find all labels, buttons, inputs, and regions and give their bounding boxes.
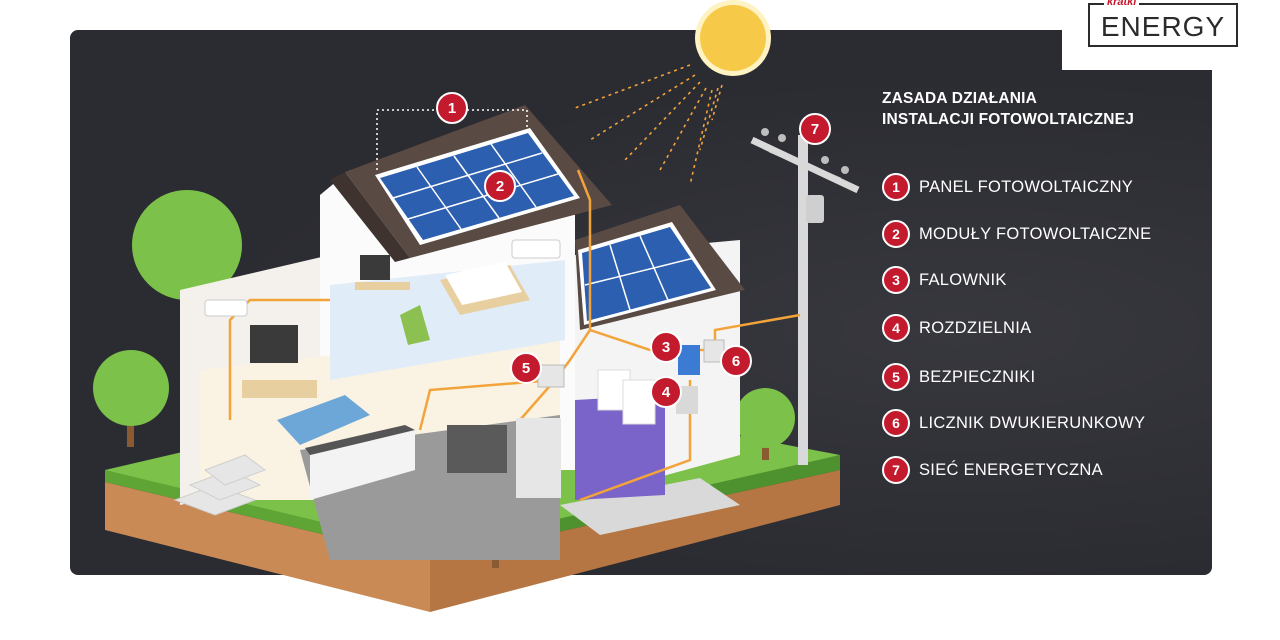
- legend-item: 3 FALOWNIK: [882, 265, 1007, 295]
- marker-3: 3: [650, 331, 682, 363]
- legend-badge: 1: [882, 173, 910, 201]
- brand-logo-small: kratki: [1104, 0, 1140, 8]
- interior-furniture: [204, 239, 725, 500]
- legend-badge: 7: [882, 456, 910, 484]
- marker-4: 4: [650, 376, 682, 408]
- sun-rays: [574, 64, 723, 186]
- legend-label: PANEL FOTOWOLTAICZNY: [919, 177, 1134, 196]
- legend-item: 4 ROZDZIELNIA: [882, 313, 1031, 343]
- brand-logo-text: ENERGY: [1100, 11, 1226, 42]
- legend-item: 5 BEZPIECZNIKI: [882, 362, 1035, 392]
- legend-label: LICZNIK DWUKIERUNKOWY: [919, 413, 1146, 432]
- legend-badge: 5: [882, 363, 910, 391]
- legend-badge: 3: [882, 266, 910, 294]
- legend-badge: 4: [882, 314, 910, 342]
- marker-6: 6: [720, 345, 752, 377]
- legend-item: 1 PANEL FOTOWOLTAICZNY: [882, 172, 1133, 202]
- marker-2: 2: [484, 170, 516, 202]
- legend-badge: 2: [882, 220, 910, 248]
- legend-item: 7 SIEĆ ENERGETYCZNA: [882, 455, 1103, 485]
- tree-icon: [735, 388, 795, 460]
- legend-title-line1: ZASADA DZIAŁANIA: [882, 90, 1038, 107]
- tree-icon: [93, 350, 169, 447]
- legend-badge: 6: [882, 409, 910, 437]
- solar-panel-icon: [578, 222, 716, 325]
- legend-title: ZASADA DZIAŁANIA INSTALACJI FOTOWOLTAICZ…: [882, 88, 1134, 130]
- legend-label: SIEĆ ENERGETYCZNA: [919, 460, 1103, 479]
- marker-5: 5: [510, 352, 542, 384]
- power-pole-icon: [750, 128, 860, 465]
- legend-label: MODUŁY FOTOWOLTAICZNE: [919, 224, 1152, 243]
- stairs: [173, 454, 267, 516]
- legend-item: 2 MODUŁY FOTOWOLTAICZNE: [882, 219, 1151, 249]
- marker-7: 7: [799, 113, 831, 145]
- brand-logo: kratki ENERGY: [1088, 0, 1238, 47]
- sun-icon: [695, 0, 771, 76]
- legend-item: 6 LICZNIK DWUKIERUNKOWY: [882, 408, 1145, 438]
- marker-1: 1: [436, 92, 468, 124]
- solar-panel-icon: [375, 128, 580, 245]
- legend-label: FALOWNIK: [919, 270, 1007, 289]
- legend-label: BEZPIECZNIKI: [919, 367, 1036, 386]
- legend-title-line2: INSTALACJI FOTOWOLTAICZNEJ: [882, 111, 1135, 128]
- legend-label: ROZDZIELNIA: [919, 318, 1032, 337]
